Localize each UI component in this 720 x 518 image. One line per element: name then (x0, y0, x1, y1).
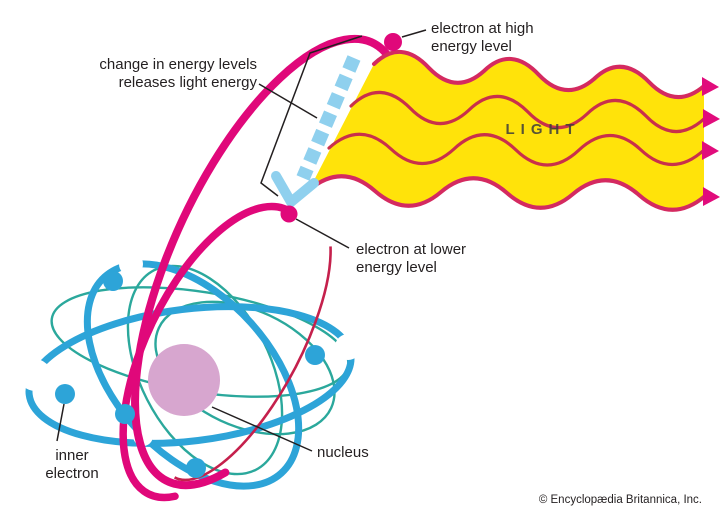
teal-orbit-swirl (154, 300, 336, 436)
label-line: releases light energy (118, 74, 257, 91)
light-band (307, 49, 720, 212)
label-nucleus: nucleus (317, 444, 369, 462)
wave-arrowhead (703, 109, 720, 128)
electrons (55, 33, 402, 478)
label-line: electron at lower (356, 241, 467, 258)
wave-arrowhead (702, 77, 719, 96)
label-line: inner (55, 447, 89, 464)
orbit-gap (19, 359, 51, 391)
label-line: energy level (431, 38, 512, 55)
copyright-credit: © Encyclopædia Britannica, Inc. (538, 494, 702, 506)
high-energy-orbit-arc (131, 34, 390, 490)
leader-electron-lower (295, 218, 350, 249)
leader-electron-high (401, 29, 427, 38)
label-line: change in energy levels (99, 56, 257, 73)
light-wave-mid2 (327, 132, 706, 167)
light-band-fill (309, 51, 704, 210)
label-line: electron at high (431, 20, 534, 37)
wave-arrowhead (703, 187, 720, 206)
dashed-transition-arrow-icon (271, 55, 361, 207)
light-wave-top (372, 49, 706, 100)
electron-dot-icon (305, 345, 325, 365)
annotation-lines (56, 29, 427, 452)
nucleus-blob (148, 344, 220, 416)
orbit-gap (335, 334, 361, 360)
leader-change (258, 83, 318, 119)
label-line: energy level (356, 259, 437, 276)
leader-nucleus (211, 406, 313, 452)
label-light: LIGHT (505, 121, 581, 138)
electron-high-dot (384, 33, 402, 51)
lower-energy-orbit (119, 202, 298, 502)
high-energy-orbit (131, 34, 390, 490)
label-inner-electron: inner electron (30, 447, 114, 483)
electron-dot-icon (103, 271, 123, 291)
electron-lower-dot (280, 205, 298, 223)
label-electron-lower: electron at lower energy level (356, 241, 466, 277)
lower-energy-orbit-arc (119, 202, 298, 502)
label-line: nucleus (317, 444, 369, 461)
electron-dot-icon (55, 384, 75, 404)
label-electron-high: electron at high energy level (431, 20, 534, 56)
electron-dot-icon (115, 404, 135, 424)
leader-inner-electron (56, 403, 65, 442)
wave-arrowhead (702, 141, 719, 160)
label-line: electron (45, 465, 99, 482)
orbit-gap (119, 252, 143, 276)
light-wave-mid1 (349, 90, 707, 134)
transition-bracket (260, 35, 363, 197)
transition-dashes (296, 55, 361, 181)
electron-dot-icon (186, 458, 206, 478)
light-wave-arrow-icon (702, 77, 720, 206)
label-change-in-energy: change in energy levels releases light e… (99, 56, 257, 92)
transition-arrowhead (271, 171, 319, 207)
light-wave-bottom (307, 174, 707, 212)
